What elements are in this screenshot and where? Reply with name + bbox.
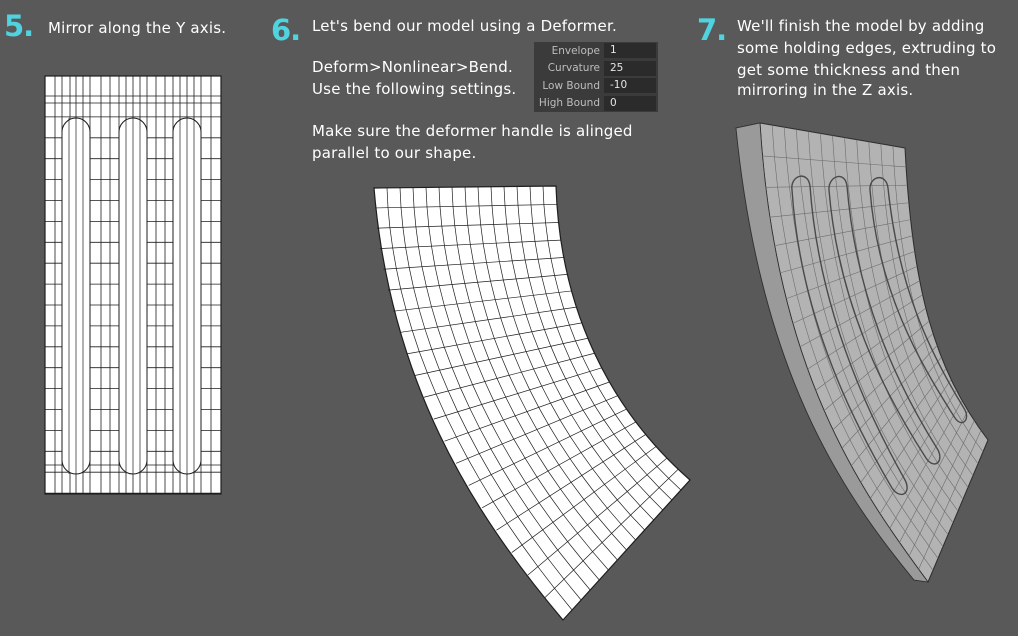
step-5-text: Mirror along the Y axis. bbox=[48, 19, 227, 37]
step-6-number: 6. bbox=[271, 13, 301, 47]
step-7-text-line-1: We'll finish the model by adding bbox=[737, 17, 985, 35]
mesh-edge bbox=[438, 187, 609, 571]
setting-low-bound: Low Bound -10 bbox=[534, 77, 658, 95]
mesh-edge bbox=[796, 129, 944, 547]
mesh-edge bbox=[868, 141, 974, 476]
setting-value-field[interactable]: 1 bbox=[604, 43, 656, 59]
deform-settings-hint: Use the following settings. bbox=[312, 80, 517, 98]
mesh-edge bbox=[856, 139, 969, 488]
step-7-text-line-2: some holding edges, extruding to bbox=[737, 39, 997, 57]
step-7-number: 7. bbox=[697, 13, 727, 47]
step-7-text-line-3: get some thickness and then bbox=[737, 61, 961, 79]
setting-label: High Bound bbox=[538, 97, 600, 110]
mesh-edge bbox=[832, 135, 959, 512]
setting-label: Low Bound bbox=[542, 79, 600, 92]
step-6-text: Let's bend our model using a Deformer. bbox=[312, 17, 617, 35]
flat-mirrored-mesh bbox=[44, 75, 222, 495]
step-5-number: 5. bbox=[4, 9, 34, 43]
mesh-edge bbox=[451, 187, 618, 561]
mesh-edge bbox=[820, 133, 954, 523]
step-7-text-line-4: mirroring in the Z axis. bbox=[737, 81, 914, 99]
mesh-edge bbox=[771, 125, 934, 571]
mesh-edge bbox=[844, 137, 964, 500]
mesh-edge bbox=[503, 186, 654, 521]
mesh-edge bbox=[516, 186, 664, 511]
setting-value-field[interactable]: -10 bbox=[604, 78, 656, 94]
final-shaded-model bbox=[735, 122, 989, 584]
bend-settings-panel: Envelope 1 Curvature 25 Low Bound -10 Hi… bbox=[534, 42, 658, 112]
deform-menu-path: Deform>Nonlinear>Bend. bbox=[312, 58, 513, 76]
bent-mesh bbox=[373, 185, 691, 621]
setting-value-field[interactable]: 0 bbox=[604, 95, 656, 111]
mesh-edge bbox=[399, 187, 582, 601]
mesh-edge bbox=[892, 145, 984, 452]
mesh-edge bbox=[490, 186, 645, 531]
setting-label: Envelope bbox=[551, 44, 600, 57]
deformer-note-line-1: Make sure the deformer handle is alinged bbox=[312, 122, 633, 140]
mesh-edge bbox=[425, 187, 600, 581]
mesh-edge bbox=[808, 131, 949, 535]
mesh-edge bbox=[542, 186, 682, 491]
setting-curvature: Curvature 25 bbox=[534, 60, 658, 78]
mesh-edge bbox=[464, 186, 627, 551]
deformer-note-line-2: parallel to our shape. bbox=[312, 144, 477, 162]
setting-value-field[interactable]: 25 bbox=[604, 60, 656, 76]
mesh-edge bbox=[477, 186, 636, 541]
mesh-edge bbox=[880, 143, 979, 464]
setting-high-bound: High Bound 0 bbox=[534, 95, 658, 113]
setting-label: Curvature bbox=[547, 62, 600, 75]
mesh-edge bbox=[529, 186, 673, 501]
setting-envelope: Envelope 1 bbox=[534, 42, 658, 60]
mesh-edge bbox=[386, 187, 573, 611]
mesh-edge bbox=[412, 187, 591, 591]
